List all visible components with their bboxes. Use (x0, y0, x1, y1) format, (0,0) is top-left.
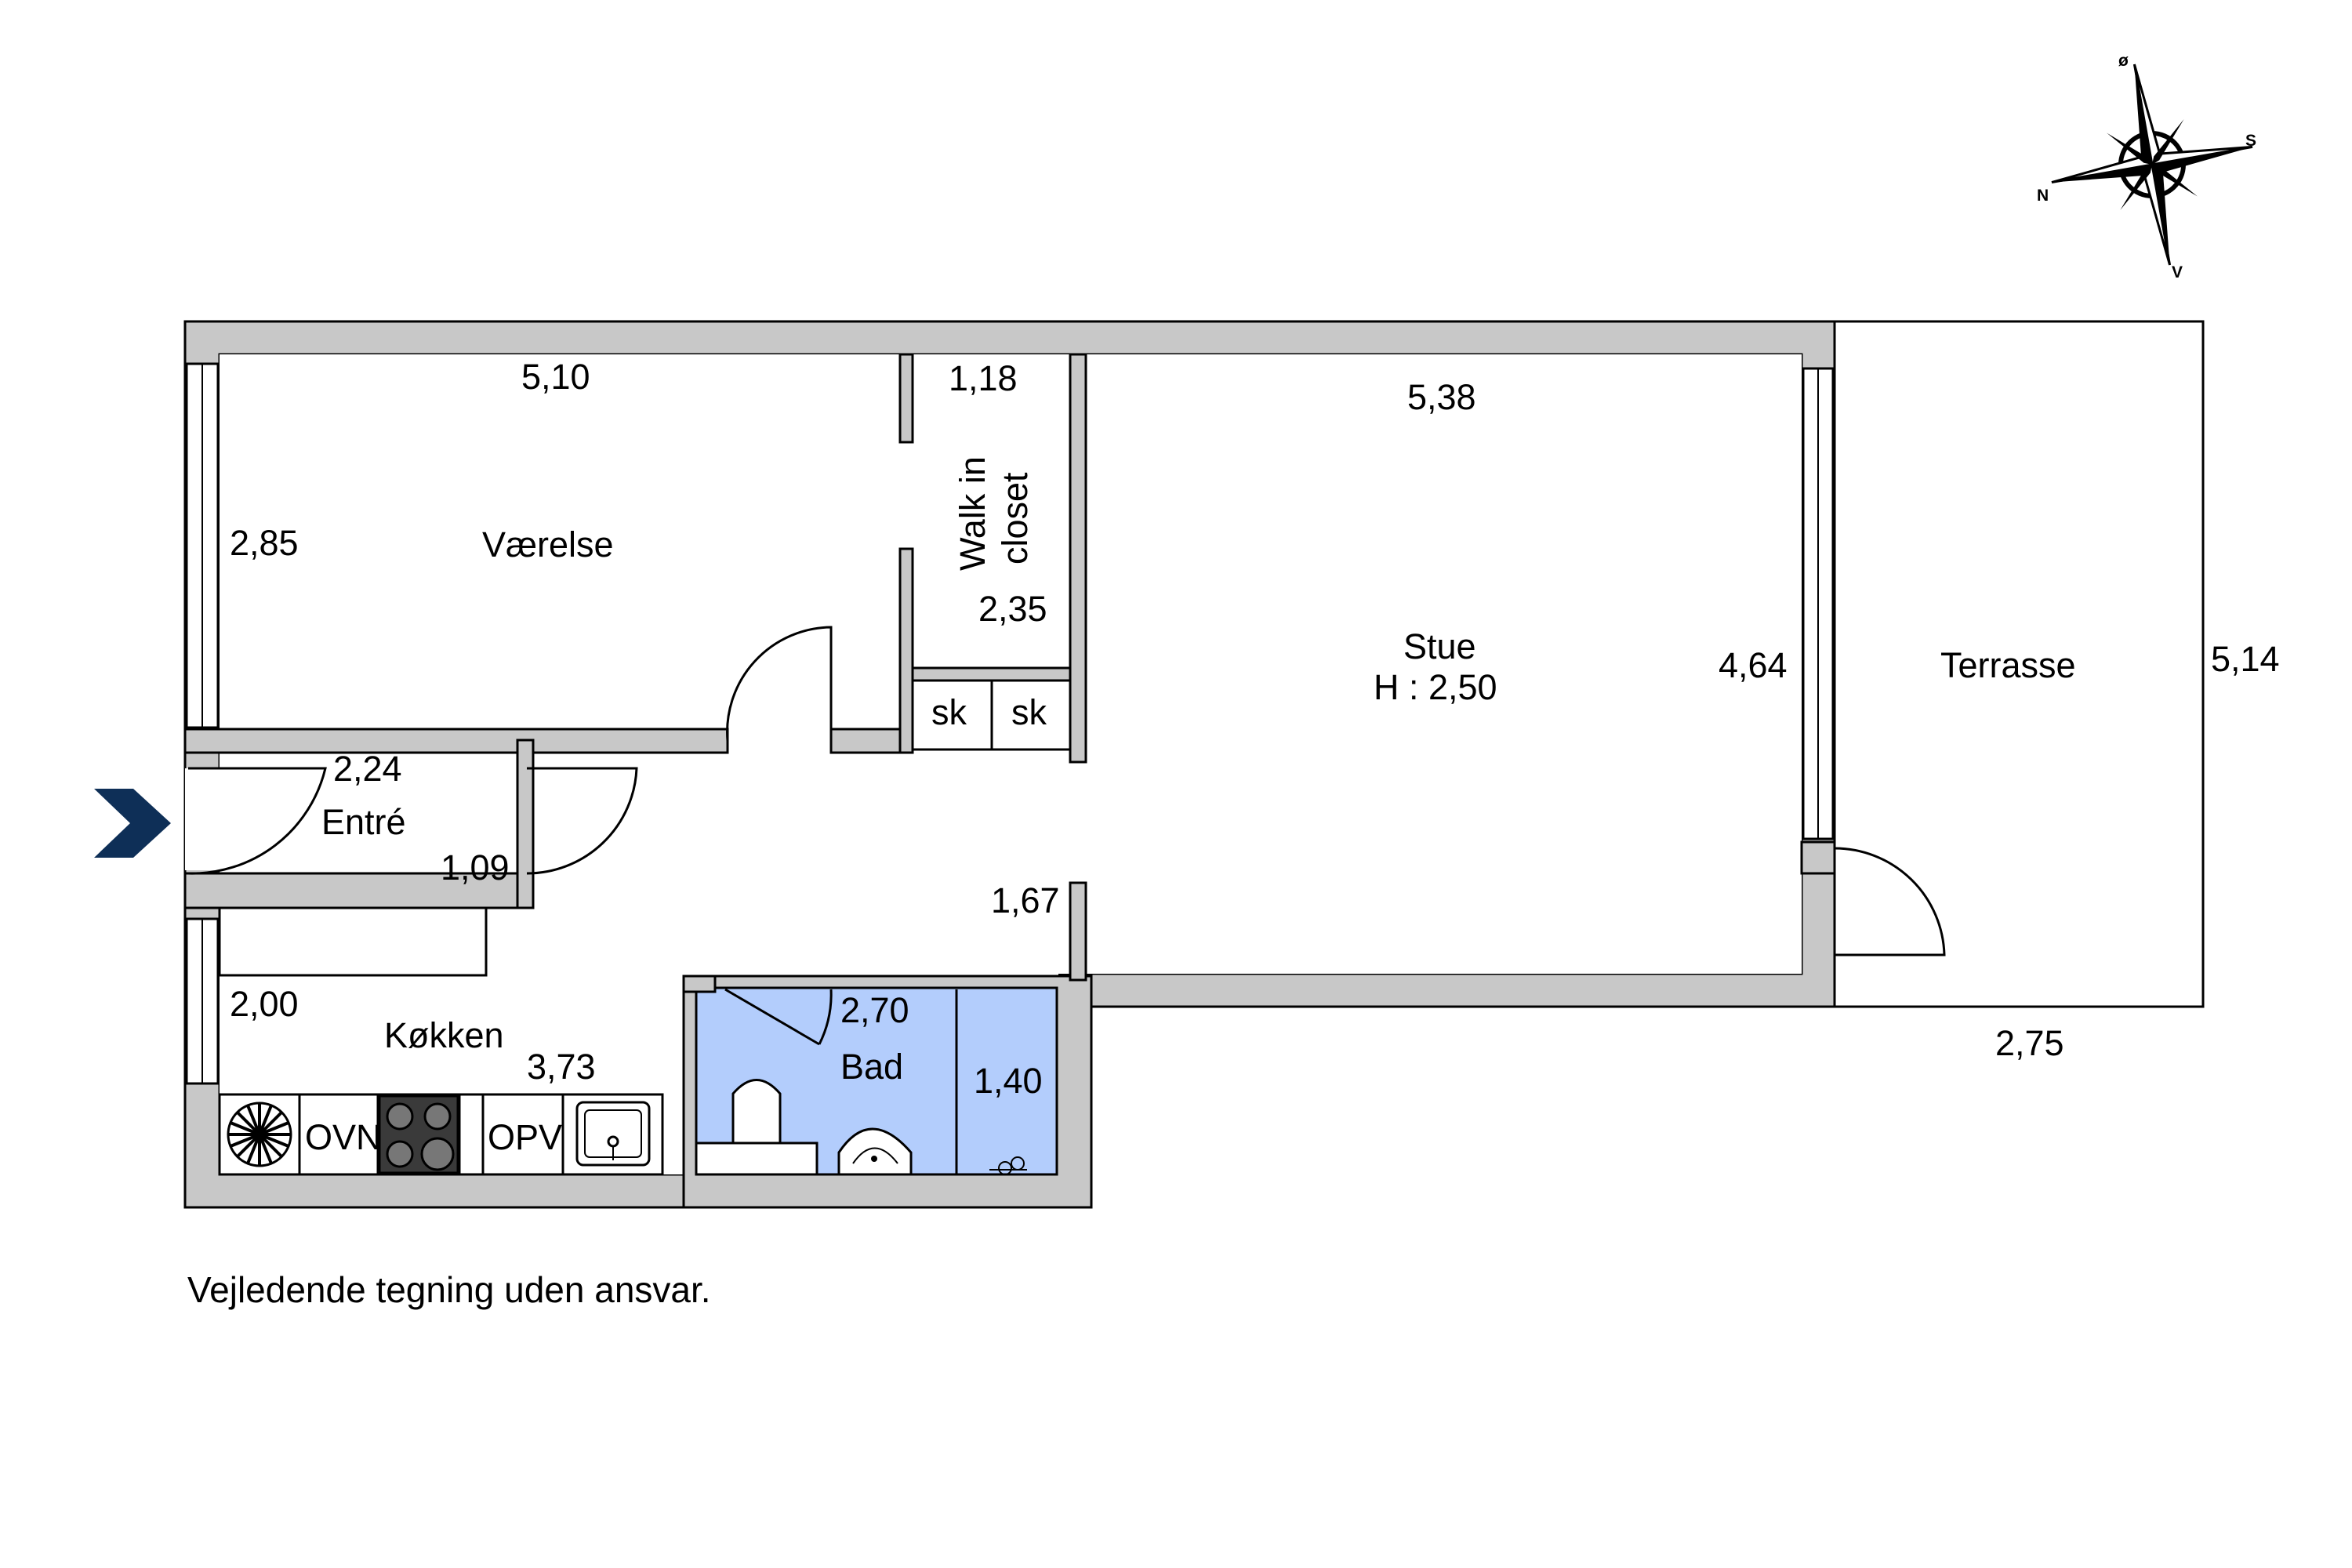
entre-width: 2,24 (333, 749, 402, 789)
stue-depth: 4,64 (1719, 645, 1788, 685)
closet-depth: 2,35 (978, 589, 1047, 629)
bad-depth: 1,40 (974, 1061, 1043, 1101)
sink-icon (575, 1101, 651, 1167)
entre-name: Entré (321, 802, 406, 842)
compass-west-label: V (2172, 263, 2183, 281)
sk-label-2: sk (1011, 692, 1047, 732)
stue-name: Stue (1403, 626, 1476, 666)
dishwasher-label: OPV (488, 1117, 562, 1157)
storage-cabinet-1 (911, 679, 993, 751)
interior-floor (220, 354, 1802, 1174)
sk-label-1: sk (931, 692, 967, 732)
bad-width: 2,70 (840, 990, 909, 1030)
entrance-arrow-icon (94, 789, 171, 858)
vaerelse-width: 5,10 (521, 357, 590, 397)
kokken-width: 3,73 (527, 1047, 596, 1087)
stue-extra-dimension: 1,67 (991, 880, 1060, 920)
terrace-outline (1833, 320, 2205, 1008)
kokken-name: Køkken (384, 1015, 504, 1055)
entry-opening (185, 768, 220, 870)
stue-width: 5,38 (1407, 377, 1476, 417)
closet-name-line2: closet (995, 472, 1035, 564)
closet-name-line1: Walk in (953, 456, 993, 571)
entre-depth: 1,09 (441, 848, 510, 887)
kokken-depth: 2,00 (230, 984, 299, 1024)
vaerelse-name: Værelse (482, 524, 614, 564)
terrasse-width: 2,75 (1995, 1023, 2064, 1063)
terrasse-depth: 5,14 (2211, 639, 2280, 679)
toilet-icon (695, 1079, 818, 1176)
compass-rose-icon (2051, 64, 2253, 266)
stove-icon (378, 1094, 459, 1174)
compass-south-label: S (2245, 132, 2256, 150)
interior-walls (183, 353, 1836, 993)
oven-label: OVN (305, 1117, 382, 1157)
compass-north-label: N (2037, 187, 2049, 205)
compass-east-label: ø (2118, 52, 2129, 70)
windows (185, 362, 1835, 1085)
washbasin-icon (837, 1127, 913, 1176)
storage-cabinet-2 (990, 679, 1072, 751)
shower-area (955, 989, 1027, 1175)
disclaimer-text: Vejledende tegning uden ansvar. (187, 1269, 711, 1310)
doors (187, 626, 1946, 1046)
closet-width: 1,18 (949, 358, 1018, 398)
bad-name: Bad (840, 1047, 903, 1087)
terrasse-name: Terrasse (1940, 645, 2076, 685)
vaerelse-depth: 2,85 (230, 523, 299, 563)
stue-height: H : 2,50 (1374, 667, 1497, 707)
fan-icon (227, 1102, 292, 1167)
